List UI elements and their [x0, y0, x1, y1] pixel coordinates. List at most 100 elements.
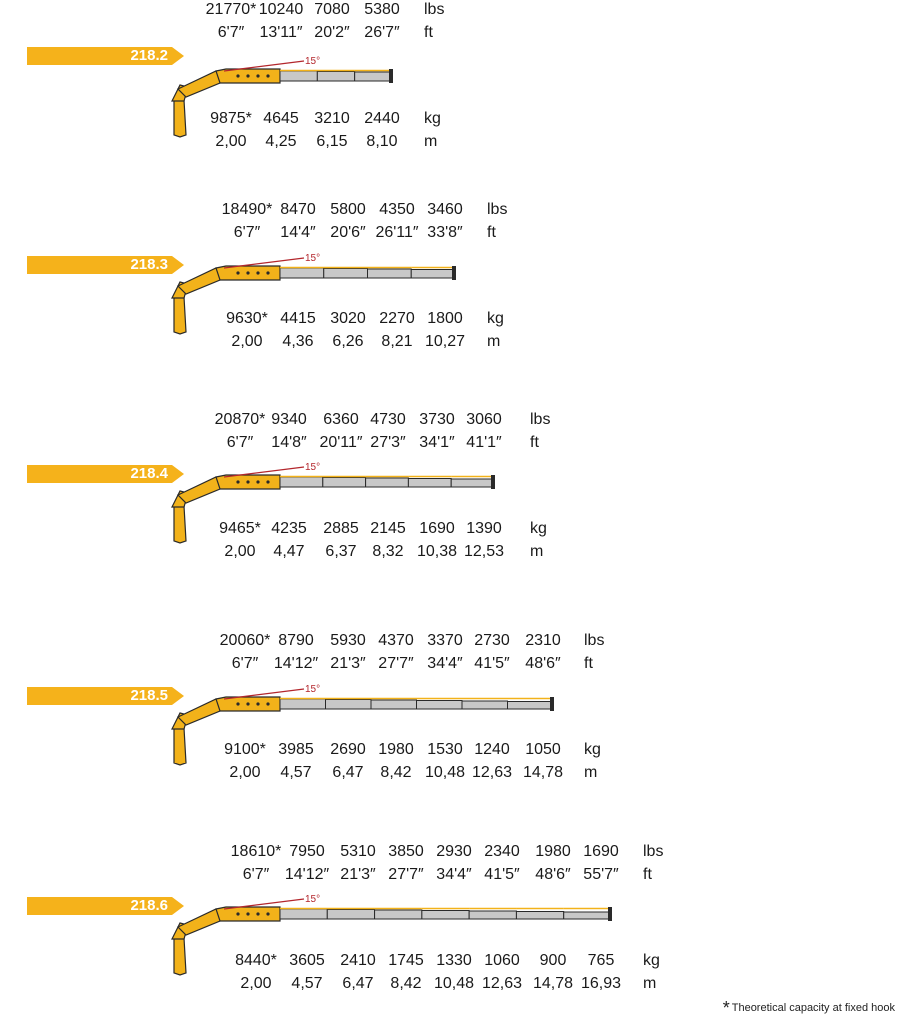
value-lbs: 5800	[330, 201, 366, 218]
model-tag-label: 218.6	[130, 897, 168, 914]
value-ft: 41'1″	[466, 434, 502, 451]
value-ft: 27'3″	[370, 434, 406, 451]
value-m: 12,63	[481, 975, 523, 992]
unit-kg: kg	[487, 310, 504, 327]
value-kg: 3020	[330, 310, 366, 327]
value-kg: 9875*	[210, 110, 252, 127]
value-m: 6,15	[316, 133, 348, 150]
model-tag-shape	[27, 897, 184, 915]
unit-kg: kg	[424, 110, 441, 127]
value-lbs: 4350	[379, 201, 415, 218]
value-ft: 41'5″	[474, 655, 510, 672]
value-lbs: 18610*	[230, 843, 282, 860]
value-kg: 2885	[323, 520, 359, 537]
unit-lbs: lbs	[643, 843, 664, 860]
unit-lbs: lbs	[584, 632, 605, 649]
angle-label: 15°	[305, 894, 320, 905]
value-ft: 26'11″	[375, 224, 419, 241]
value-kg: 2440	[364, 110, 400, 127]
value-lbs: 2730	[474, 632, 510, 649]
value-kg: 3985	[278, 741, 314, 758]
value-m: 12,53	[463, 543, 505, 560]
value-lbs: 21770*	[205, 1, 257, 18]
value-m: 4,47	[273, 543, 305, 560]
value-kg: 1800	[427, 310, 463, 327]
value-kg: 1980	[378, 741, 414, 758]
value-kg: 1530	[427, 741, 463, 758]
value-lbs: 8470	[280, 201, 316, 218]
value-kg: 9100*	[224, 741, 266, 758]
value-ft: 13'11″	[259, 24, 303, 41]
value-m: 8,21	[381, 333, 413, 350]
value-ft: 48'6″	[535, 866, 571, 883]
value-lbs: 3060	[466, 411, 502, 428]
model-tag-label: 218.2	[130, 47, 168, 64]
unit-ft: ft	[530, 434, 539, 451]
value-lbs: 3730	[419, 411, 455, 428]
value-lbs: 20060*	[219, 632, 271, 649]
value-m: 2,00	[231, 333, 263, 350]
value-m: 8,32	[372, 543, 404, 560]
value-kg: 2270	[379, 310, 415, 327]
value-ft: 20'2″	[314, 24, 350, 41]
unit-m: m	[487, 333, 501, 350]
value-kg: 1240	[474, 741, 510, 758]
value-lbs: 20870*	[214, 411, 266, 428]
crane-icon: 15°	[171, 56, 393, 138]
value-ft: 6'7″	[231, 655, 259, 672]
value-lbs: 9340	[271, 411, 307, 428]
value-ft: 26'7″	[364, 24, 400, 41]
model-tag: 218.3	[27, 256, 184, 274]
value-kg: 900	[539, 952, 567, 969]
value-ft: 21'3″	[330, 655, 366, 672]
value-m: 8,10	[366, 133, 398, 150]
angle-label: 15°	[305, 684, 320, 695]
angle-label: 15°	[305, 253, 320, 264]
value-lbs: 2930	[436, 843, 472, 860]
crane-icon: 15°	[171, 894, 612, 976]
value-m: 6,47	[342, 975, 374, 992]
value-kg: 1745	[388, 952, 424, 969]
unit-lbs: lbs	[424, 1, 445, 18]
value-m: 2,00	[224, 543, 256, 560]
value-kg: 1050	[525, 741, 561, 758]
value-kg: 4415	[280, 310, 316, 327]
value-lbs: 2310	[525, 632, 561, 649]
value-m: 12,63	[471, 764, 513, 781]
angle-label: 15°	[305, 56, 320, 67]
footnote-text: Theoretical capacity at fixed hook	[731, 1002, 895, 1014]
unit-ft: ft	[584, 655, 593, 672]
model-tag-label: 218.3	[130, 256, 168, 273]
value-ft: 33'8″	[427, 224, 463, 241]
value-lbs: 1690	[583, 843, 619, 860]
value-ft: 34'1″	[419, 434, 455, 451]
value-kg: 1060	[484, 952, 520, 969]
value-m: 6,37	[325, 543, 357, 560]
value-lbs: 5310	[340, 843, 376, 860]
value-ft: 6'7″	[226, 434, 254, 451]
value-kg: 765	[587, 952, 615, 969]
value-ft: 34'4″	[427, 655, 463, 672]
value-ft: 27'7″	[388, 866, 424, 883]
value-ft: 20'11″	[319, 434, 363, 451]
value-m: 4,57	[280, 764, 312, 781]
row-ft: 6'7″14'12″21'3″27'7″34'4″41'5″48'6″ft	[0, 654, 922, 674]
value-kg: 3605	[289, 952, 325, 969]
value-lbs: 4730	[370, 411, 406, 428]
value-ft: 14'12″	[284, 866, 330, 883]
value-lbs: 5930	[330, 632, 366, 649]
value-lbs: 2340	[484, 843, 520, 860]
value-kg: 4645	[263, 110, 299, 127]
value-ft: 27'7″	[378, 655, 414, 672]
value-kg: 8440*	[235, 952, 277, 969]
value-m: 4,57	[291, 975, 323, 992]
value-kg: 2145	[370, 520, 406, 537]
